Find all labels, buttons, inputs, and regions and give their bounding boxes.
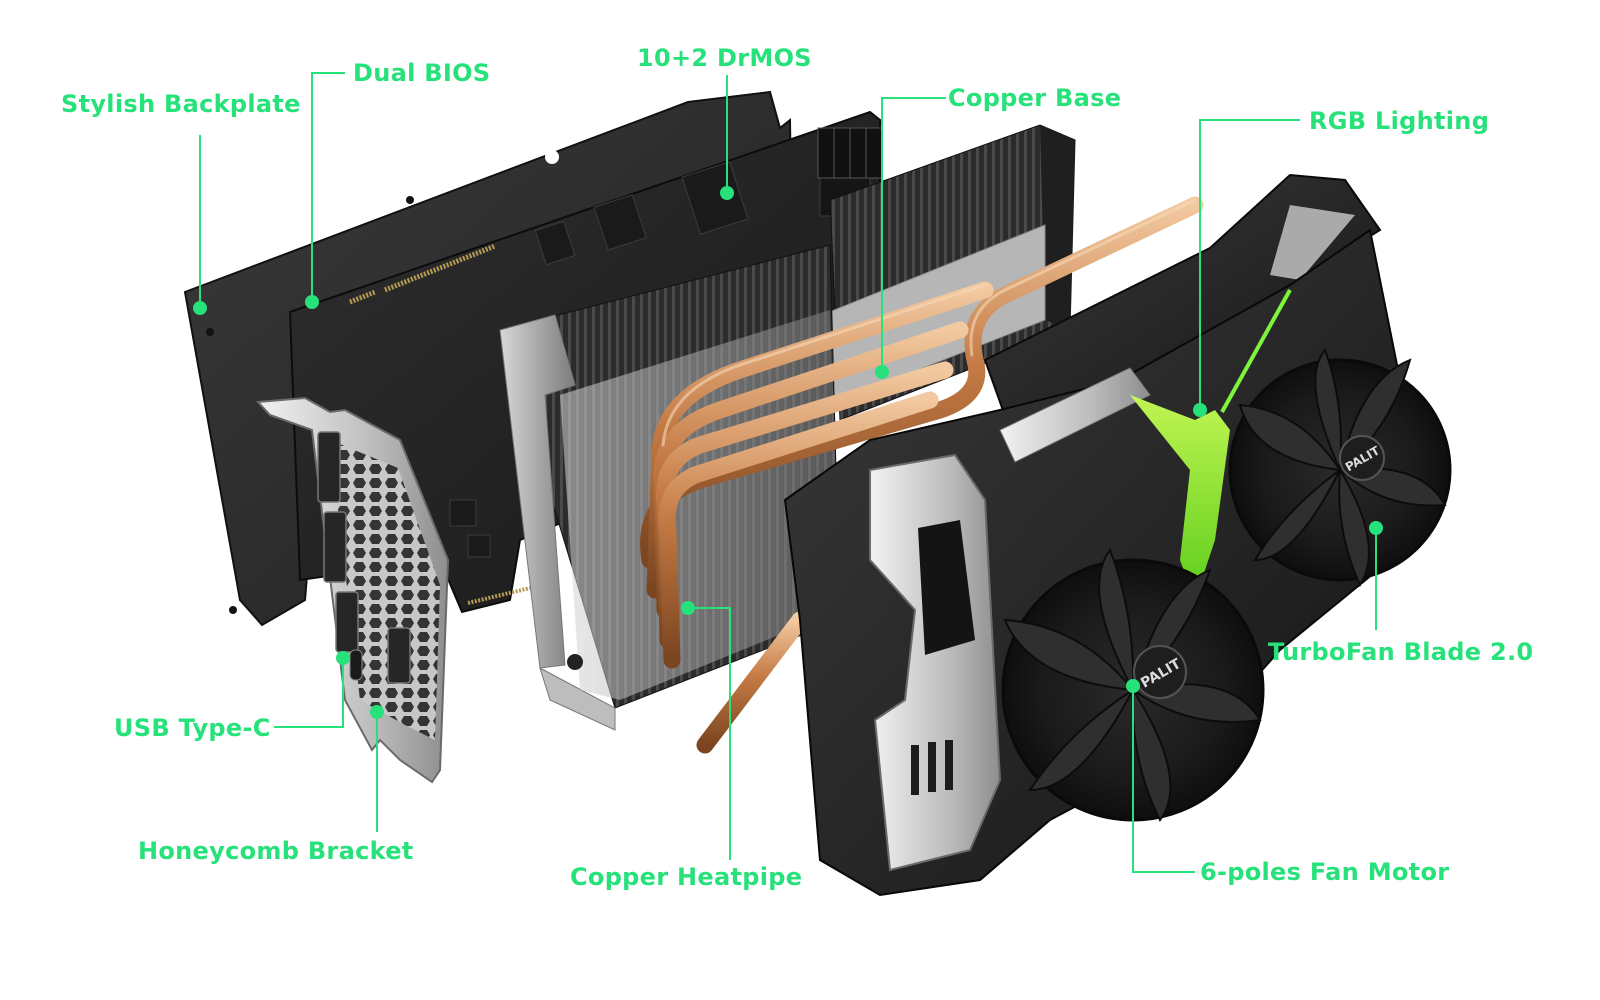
dot-drmos (720, 186, 734, 200)
label-rgb-lighting: RGB Lighting (1309, 107, 1490, 135)
dot-rgb-lighting (1193, 403, 1207, 417)
dot-copper-heatpipe (681, 601, 695, 615)
dot-dual-bios (305, 295, 319, 309)
dot-stylish-backplate (193, 301, 207, 315)
dot-honeycomb-bracket (370, 705, 384, 719)
fan-right: PALIT (1228, 348, 1452, 588)
fan-left: PALIT (1001, 547, 1265, 822)
leader-fan-motor (1132, 686, 1195, 873)
rgb-light-strip (1130, 395, 1230, 600)
label-drmos: 10+2 DrMOS (637, 44, 812, 72)
label-stylish-backplate: Stylish Backplate (61, 90, 301, 118)
usb-type-c-port (349, 649, 363, 681)
pcie-gold-fingers (349, 243, 531, 605)
leader-rgb-lighting (1199, 119, 1300, 410)
copper-heatpipes (640, 196, 1204, 754)
leader-usb-type-c (274, 658, 344, 728)
leader-copper-base (881, 97, 946, 372)
label-dual-bios: Dual BIOS (353, 59, 491, 87)
leader-dual-bios (311, 72, 345, 302)
dot-usb-type-c (336, 651, 350, 665)
leader-copper-heatpipe (688, 607, 731, 860)
dot-copper-base (875, 365, 889, 379)
power-connector (817, 127, 883, 179)
label-usb-type-c: USB Type-C (114, 714, 271, 742)
callout-leaders (199, 72, 1377, 873)
callout-dots (193, 186, 1383, 719)
label-copper-heatpipe: Copper Heatpipe (570, 863, 803, 891)
label-fan-motor: 6-poles Fan Motor (1200, 858, 1450, 886)
honeycomb-io-bracket (255, 396, 450, 784)
dot-turbofan-blade (1369, 521, 1383, 535)
label-copper-base: Copper Base (948, 84, 1122, 112)
fan-shroud (783, 173, 1402, 897)
label-honeycomb-bracket: Honeycomb Bracket (138, 837, 414, 865)
label-turbofan-blade: TurboFan Blade 2.0 (1268, 638, 1534, 666)
dot-fan-motor (1126, 679, 1140, 693)
display-ports (317, 431, 411, 684)
